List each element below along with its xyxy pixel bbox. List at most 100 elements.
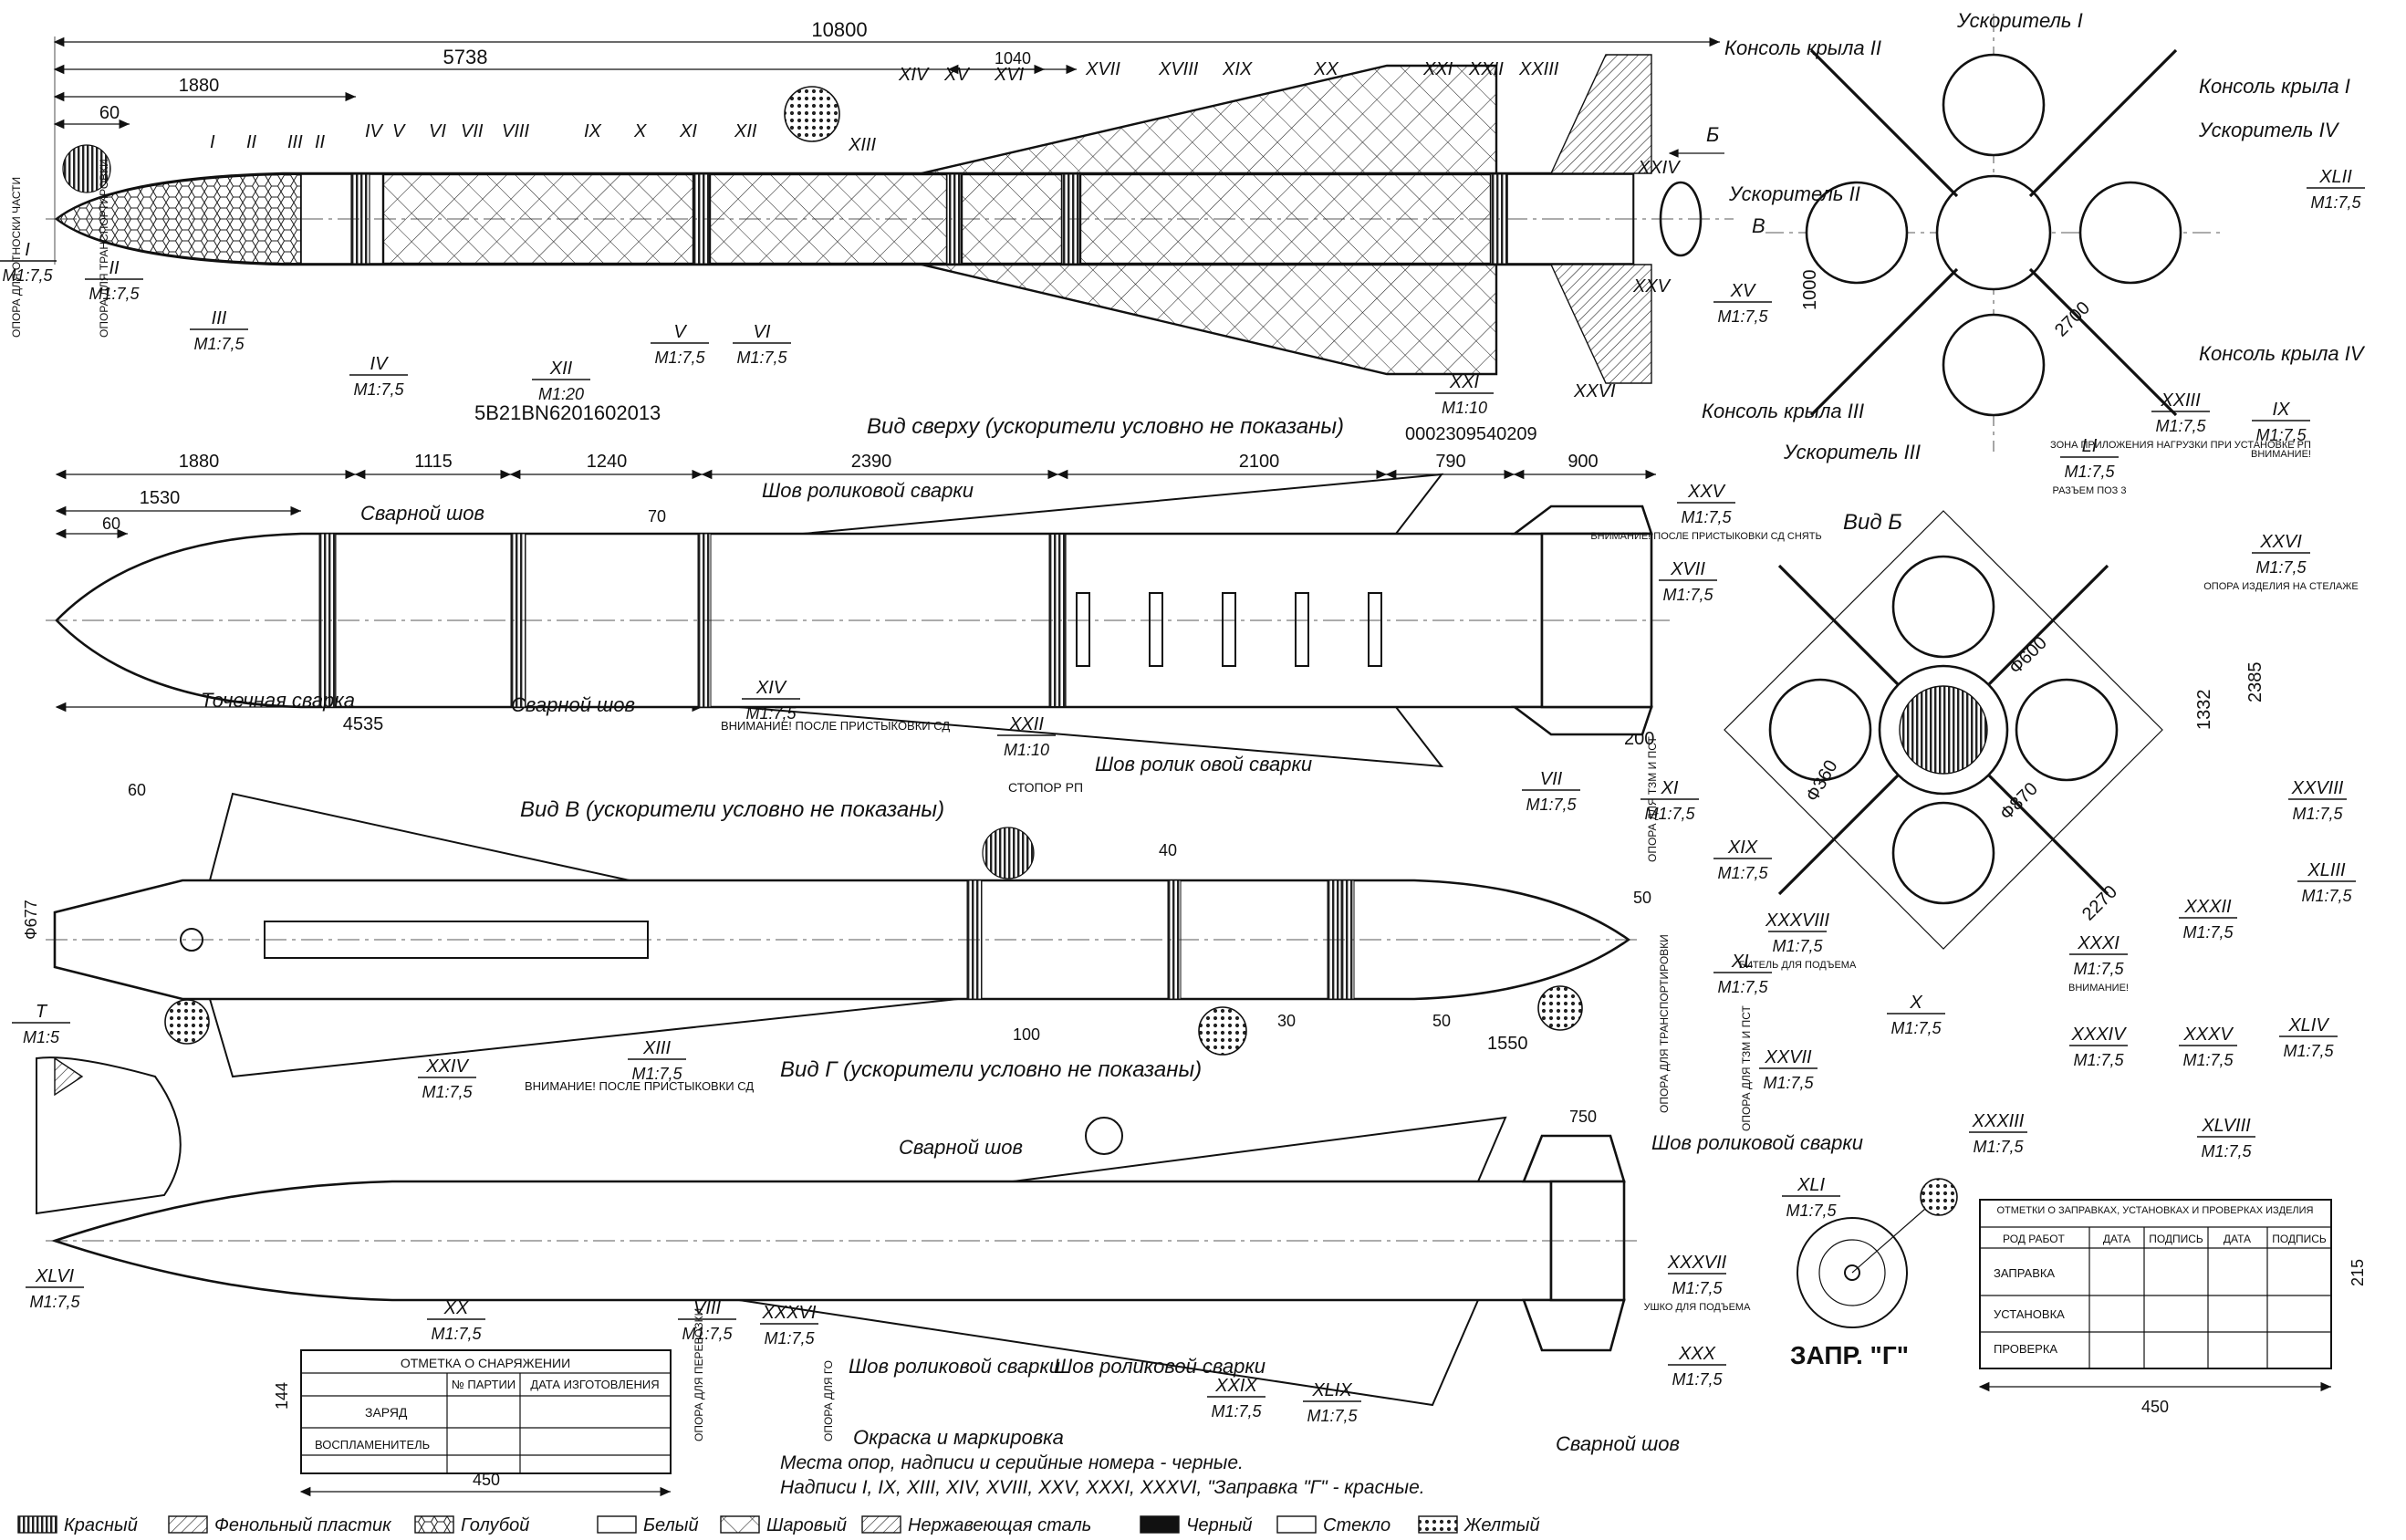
callout-scale: М1:7,5 [1763,1074,1814,1092]
callout-number: VI [754,322,771,342]
label-wing-2: Консоль крыла II [1724,36,1881,59]
callout-number: XLIV [2287,1015,2329,1035]
callout-number: XXII [1008,714,1044,734]
callout-number: V [673,322,687,342]
note-support-transport: ОПОРА ДЛЯ ТРАНСПОРТИРОВКИ [98,159,110,338]
wing-side-upper [802,473,1444,535]
legend-swatch [597,1515,637,1534]
paint-line-1: Места опор, надписи и серийные номера - … [780,1452,1244,1473]
note-support-xl: ОПОРА ДЛЯ ТЗМ И ПСТ [1740,1005,1753,1131]
callout-number: XI [1661,778,1679,798]
callout-scale: М1:7,5 [2201,1142,2252,1160]
wing-g-upper [1012,1116,1507,1182]
callout-scale: М1:7,5 [1211,1402,1262,1420]
charge-table-r2: ВОСПЛАМЕНИТЕЛЬ [315,1438,430,1452]
detail-t [36,1056,182,1215]
station-label: XXI [1422,59,1453,79]
label-wing-4: Консоль крыла IV [2199,342,2366,365]
callout-number: XLIII [2307,860,2346,880]
zapr-g-label: ЗАПР. "Г" [1790,1341,1909,1369]
station-label: XII [734,121,757,141]
callout-number: XXXIII [1972,1111,2025,1131]
g-dim-750: 750 [1569,1108,1597,1126]
v-dim-50: 50 [1432,1012,1451,1030]
legend-swatch [720,1515,760,1534]
note-roller-weld: Шов роликовой сварки [762,479,974,502]
callout-scale: М1:7,5 [1681,508,1732,526]
callout-scale: М1:7,5 [2255,558,2307,577]
callout-number: XXXI [2077,933,2120,953]
note-weld-1: Сварной шов [360,502,484,525]
rear-fin-upper [1549,54,1652,174]
callout-number: XVII [1670,559,1705,579]
legend-label: Черный [1186,1515,1253,1535]
callout-scale: М1:7,5 [353,380,404,399]
station-label: XVI [994,65,1025,85]
callout-scale: М1:7,5 [1717,307,1768,326]
tail-fin-side-lower [1511,705,1653,736]
view-b-title: Вид Б [1843,510,1902,535]
front-view-labels: Ускоритель I Консоль крыла II Консоль кр… [1702,9,2366,463]
callout-number: XXVII [1764,1047,1812,1067]
booster-2-circle [1805,181,1909,285]
dim-1040-label: 1040 [995,49,1031,68]
top-view: 10800 5738 1880 60 1040 [46,18,1734,444]
callout-scale: М1:7,5 [2182,923,2234,942]
callout-number: VII [1540,769,1563,789]
charge-dim-450: 450 [473,1471,500,1489]
callout-scale: М1:7,5 [745,704,797,723]
callout-scale: М1:7,5 [2073,1051,2124,1069]
dim-5738-label: 5738 [443,46,488,68]
note-support-g1: ОПОРА ДЛЯ ПЕРЕВОЗКИ [693,1308,705,1441]
legend-label: Стекло [1323,1515,1390,1535]
callout-number: LI [2082,436,2098,456]
booster-4-circle [2078,181,2182,285]
charge-table: ОТМЕТКА О СНАРЯЖЕНИИ № ПАРТИИ ДАТА ИЗГОТ… [273,1349,672,1497]
tail-fin-g-upper [1522,1134,1626,1183]
callout-note: БИТЕЛЬ ДЛЯ ПОДЪЕМА [1739,960,1857,971]
callout-number: XXIV [425,1056,469,1077]
legend-swatch [1140,1515,1180,1534]
callout-number: IV [370,354,390,374]
view-v-letter: В [1752,214,1765,237]
callout-scale: М1:7,5 [1717,978,1768,996]
callout-scale: М1:7,5 [736,349,787,367]
callout-number: III [212,308,227,328]
callout-scale: М1:7,5 [682,1325,733,1343]
callout-scale: М1:5 [23,1028,60,1046]
rear-fin-lower [1549,264,1652,384]
label-booster-4: Ускоритель IV [2198,119,2340,141]
fuel-table-h3: ПОДПИСЬ [2149,1233,2203,1245]
callout-number: XXXVII [1667,1253,1727,1273]
zapr-g-detail: ЗАПР. "Г" [1790,1178,1958,1369]
callout-number: XLVIII [2201,1116,2251,1136]
dim-phi677: Ф677 [22,900,40,940]
legend-label: Желтый [1463,1515,1540,1535]
side-dim-900: 900 [1568,452,1598,472]
fuel-table-r3: ПРОВЕРКА [1994,1342,2057,1356]
side-dim-4535: 4535 [343,714,384,734]
callout-number: XXXIV [2071,1025,2128,1045]
legend-label: Фенольный пластик [214,1515,392,1535]
callout-note: ЗОНА ПРИЛОЖЕНИЯ НАГРУЗКИ ПРИ УСТАНОВКЕ Р… [2050,440,2311,451]
fuel-table-r2: УСТАНОВКА [1994,1307,2065,1321]
label-booster-3: Ускоритель III [1783,441,1921,463]
station-label: XI [679,121,697,141]
callout-scale: М1:7,5 [422,1083,473,1101]
station-label: XIV [898,65,930,85]
view-v: Вид В (ускорители условно не показаны) Ф… [22,781,1651,1078]
callout-number: XXVI [2259,532,2302,552]
booster-1-circle [1942,53,2046,157]
callout-number: XX [443,1298,469,1318]
side-dim-70: 70 [648,507,666,525]
dim-overall-label: 10800 [811,18,867,41]
legend-label: Белый [643,1515,699,1535]
callout-number: XLIX [1311,1380,1352,1400]
dim-2270: 2270 [2078,882,2121,925]
fuel-table-h1: РОД РАБОТ [2003,1233,2066,1245]
callout-number: XLVI [35,1266,75,1286]
callout-scale: М1:7,5 [2283,1042,2334,1060]
callout-number: T [36,1002,48,1022]
serial-number-top: 5B21BN6201602013 [474,401,661,424]
